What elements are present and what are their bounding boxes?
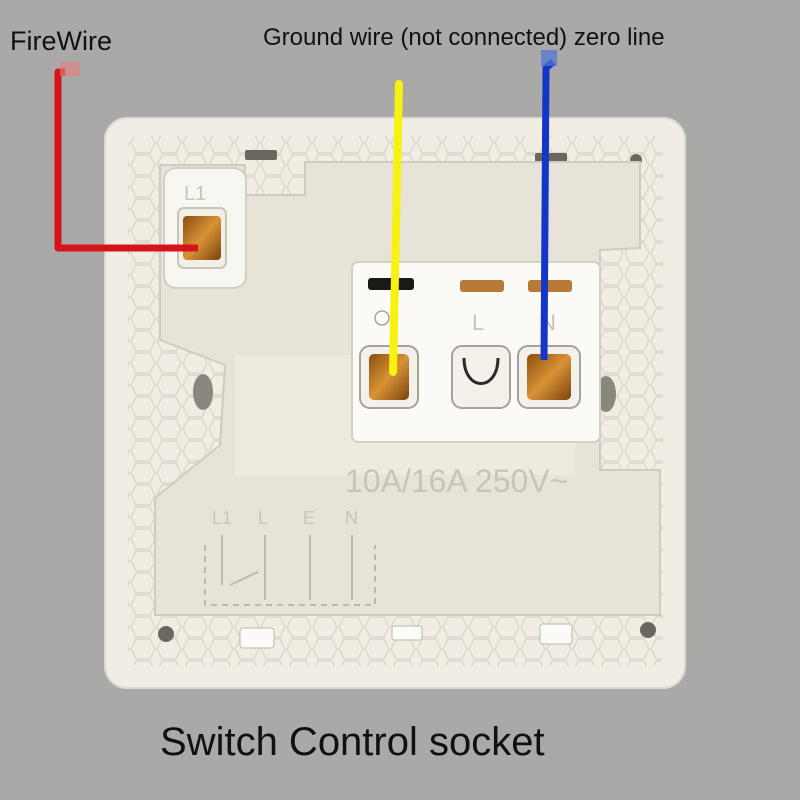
terminal-l-label: L bbox=[472, 310, 484, 335]
socket-terminal-block: L N bbox=[351, 261, 601, 443]
firewire-label: FireWire bbox=[10, 26, 112, 56]
l1-brass-screw bbox=[183, 216, 221, 260]
diagram-n-label: N bbox=[345, 508, 358, 528]
diagram-l1-label: L1 bbox=[212, 508, 232, 528]
wiring-diagram: L1 L E N bbox=[204, 508, 376, 606]
rating-embossed: 10A/16A 250V~ bbox=[345, 463, 568, 499]
live-empty-terminal bbox=[462, 357, 500, 385]
ground-wire bbox=[389, 80, 403, 376]
l1-embossed-label: L1 bbox=[184, 183, 206, 205]
earth-symbol-icon bbox=[374, 310, 390, 326]
caption: Switch Control socket bbox=[160, 720, 545, 764]
neutral-brass-screw bbox=[527, 354, 571, 400]
ground-brass-screw bbox=[369, 354, 409, 400]
l1-terminal-block: L1 bbox=[163, 167, 247, 289]
diagram-l-label: L bbox=[258, 508, 268, 528]
ground-zero-label: Ground wire (not connected) zero line bbox=[263, 24, 665, 51]
diagram-e-label: E bbox=[303, 508, 315, 528]
